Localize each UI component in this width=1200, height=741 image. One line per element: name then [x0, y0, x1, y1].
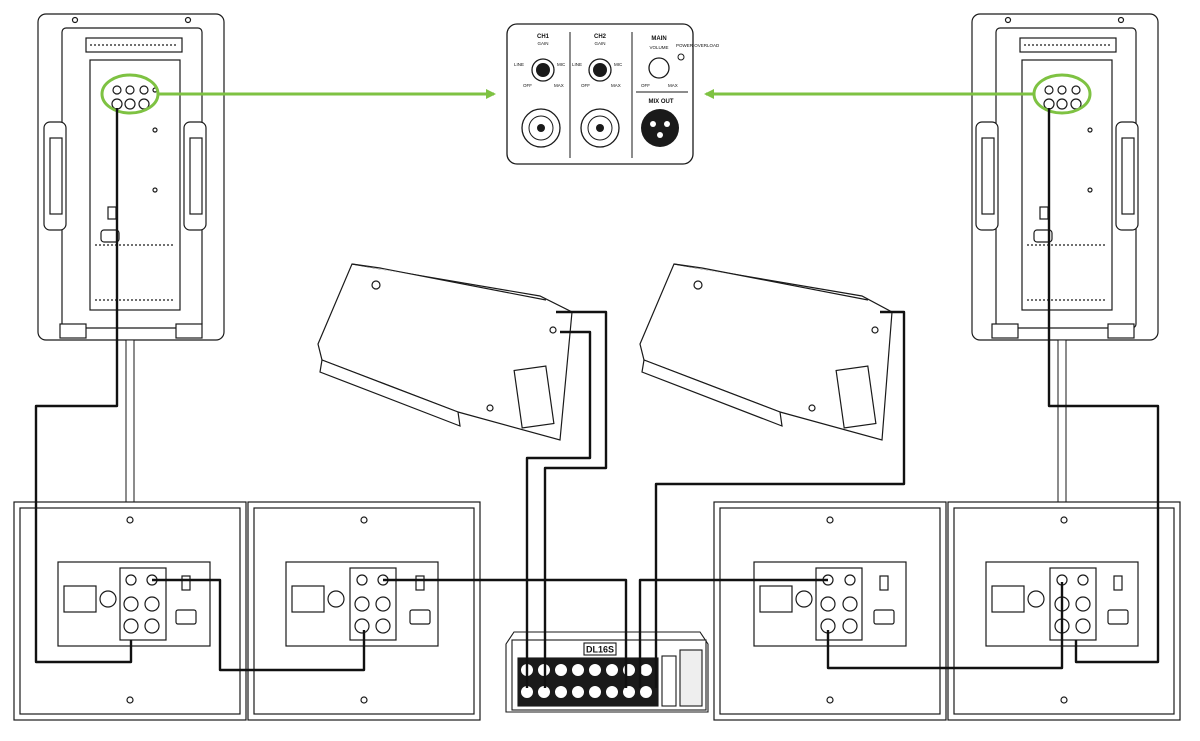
cable-right-top-to-sub4 [1047, 108, 1160, 664]
ch1-mic-label: MIC [557, 62, 566, 67]
monitor-wedge-right [639, 263, 893, 441]
mixer-output-jack [639, 663, 653, 677]
cable-monitor-left-to-mixer-2 [525, 330, 592, 688]
volume-label: VOLUME [649, 45, 668, 50]
dl16s-badge [583, 642, 617, 656]
mixer-output-jack [639, 685, 653, 699]
ch2-label: CH2 [594, 34, 607, 40]
ch2-off-label: OFF [581, 83, 590, 88]
control-panel-closeup: CH1 GAIN LINE MIC OFF MAX CH2 GAIN LINE … [506, 23, 720, 165]
ch1-label: CH1 [537, 34, 550, 40]
cable-sub3-to-mixer [638, 578, 828, 688]
mixer-output-jack [622, 685, 636, 699]
ch1-gain-label: GAIN [537, 41, 548, 46]
cable-sub3-to-sub4 [826, 582, 1064, 670]
ch1-off-label: OFF [523, 83, 532, 88]
pole-right [1057, 339, 1067, 503]
subwoofer-4 [947, 501, 1181, 721]
main-label: MAIN [651, 36, 666, 42]
subwoofer-3 [713, 501, 947, 721]
mixer-output-jack [571, 663, 585, 677]
main-volume-knob [648, 57, 670, 79]
cable-left-top-to-sub1 [34, 108, 133, 664]
monitor-wedge-left [317, 263, 573, 441]
ch1-max-label: MAX [554, 83, 564, 88]
ch2-line-label: LINE [572, 62, 582, 67]
ch1-line-label: LINE [514, 62, 524, 67]
power-overload-label: POWER OVERLOAD [676, 43, 720, 48]
mixer-output-jack [605, 663, 619, 677]
top-speaker-right [971, 13, 1159, 341]
mixer-jack-grid [520, 663, 653, 699]
ch2-gain-label: GAIN [594, 41, 605, 46]
subwoofer-1 [13, 501, 247, 721]
mixer-output-jack [588, 663, 602, 677]
ch2-max-label: MAX [611, 83, 621, 88]
main-max-label: MAX [668, 83, 678, 88]
dl16s-label: DL16S [586, 645, 614, 655]
power-led [677, 53, 685, 61]
subwoofer-2 [247, 501, 481, 721]
mixer-output-jack [588, 685, 602, 699]
cable-monitor-right-to-mixer [654, 310, 906, 688]
mixer-output-jack [605, 685, 619, 699]
ch2-mic-label: MIC [614, 62, 623, 67]
mixer-output-jack [554, 663, 568, 677]
cable-sub2-to-mixer [383, 578, 628, 688]
cable-sub1-to-sub2 [152, 578, 366, 672]
mix-out-label: MIX OUT [649, 99, 674, 105]
cable-monitor-left-to-mixer [543, 310, 608, 688]
mixer-output-jack [554, 685, 568, 699]
mixer-output-jack [622, 663, 636, 677]
cables [34, 108, 1160, 688]
main-off-label: OFF [641, 83, 650, 88]
top-speaker-left [37, 13, 225, 341]
mix-out-xlr-jack [641, 109, 679, 147]
mixer-output-jack [571, 685, 585, 699]
pole-left [125, 339, 135, 503]
